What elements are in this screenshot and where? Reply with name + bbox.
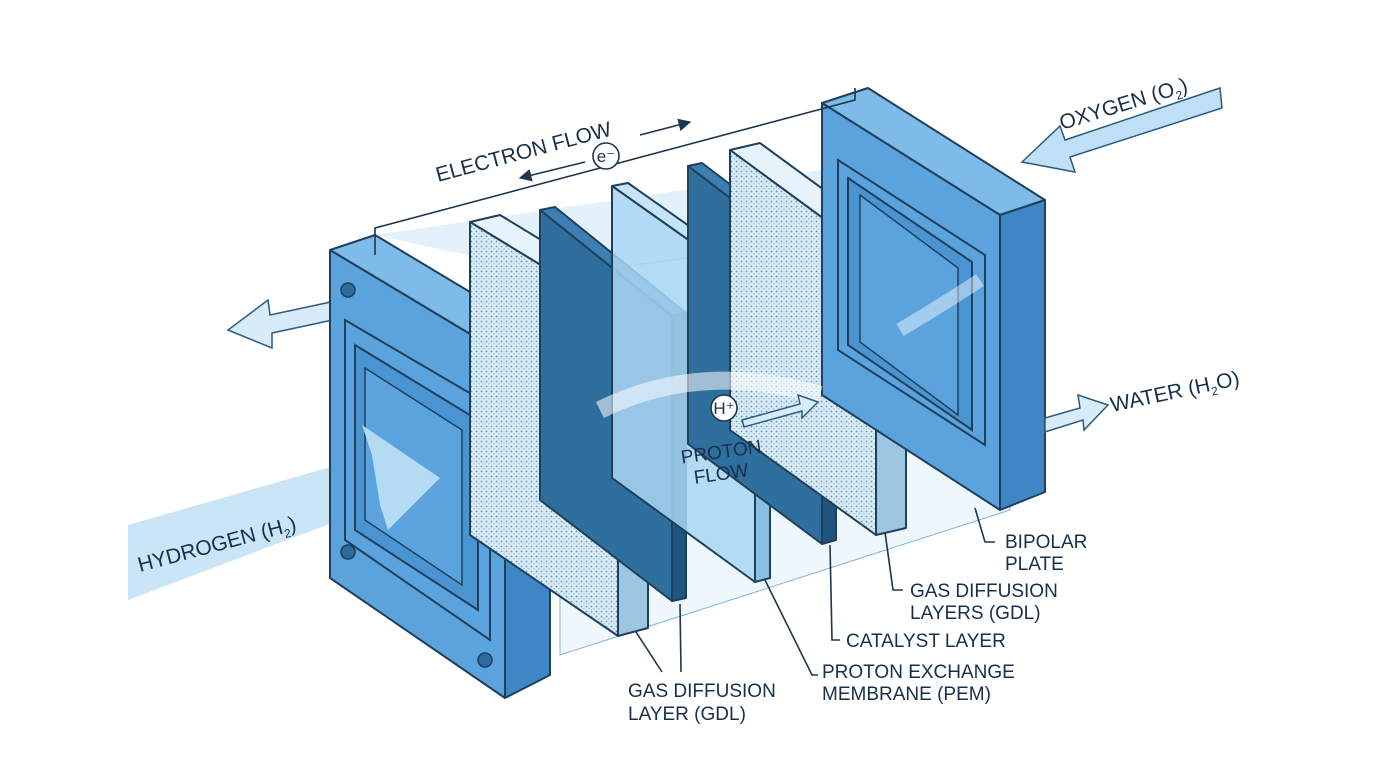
water-outlet-arrow xyxy=(1044,393,1110,434)
leader-catalyst-layer xyxy=(829,544,840,641)
electron-symbol xyxy=(592,142,620,170)
bolt-hole xyxy=(340,544,356,560)
internal-flow-stream xyxy=(595,371,823,419)
gas-diffusion-layers-label-2: LAYERS (GDL) xyxy=(910,603,1041,624)
hydrogen-arrow-head xyxy=(362,425,440,530)
electron-flow-arrow xyxy=(639,118,692,136)
bipolar-plate-label-2: PLATE xyxy=(1005,554,1064,575)
proton-ion-label: H⁺ xyxy=(713,399,734,418)
oxygen-inlet-arrow xyxy=(1020,86,1223,173)
pem-label: PROTON EXCHANGE xyxy=(822,662,1015,683)
proton-flow-arrow xyxy=(741,393,820,428)
anode-exhaust-arrow xyxy=(226,298,343,350)
water-label: WATER (H2O) xyxy=(1108,367,1242,420)
right-bipolar-plate xyxy=(821,87,1046,511)
bolt-hole xyxy=(340,282,356,298)
catalyst-layer-label: CATALYST LAYER xyxy=(846,631,1006,652)
gas-diffusion-layers-label: GAS DIFFUSION xyxy=(910,581,1058,602)
proton-ion-symbol xyxy=(710,394,738,422)
bipolar-plate-label: BIPOLAR xyxy=(1005,532,1087,553)
bolt-hole xyxy=(477,652,493,668)
electron-label: e⁻ xyxy=(597,147,615,166)
leader-gdl-left-1 xyxy=(635,631,663,673)
internal-flow-stream xyxy=(896,274,984,337)
leader-gdl-left-2 xyxy=(679,603,682,673)
gas-diffusion-layer-label-2: LAYER (GDL) xyxy=(628,704,746,725)
electron-flow-arrow xyxy=(518,161,586,182)
leader-pem xyxy=(764,579,818,676)
leader-gas-diffusion-layers xyxy=(884,531,903,591)
pem-label-2: MEMBRANE (PEM) xyxy=(822,684,991,705)
gas-diffusion-layer-label: GAS DIFFUSION xyxy=(628,681,776,702)
leader-bipolar-plate xyxy=(974,507,995,543)
